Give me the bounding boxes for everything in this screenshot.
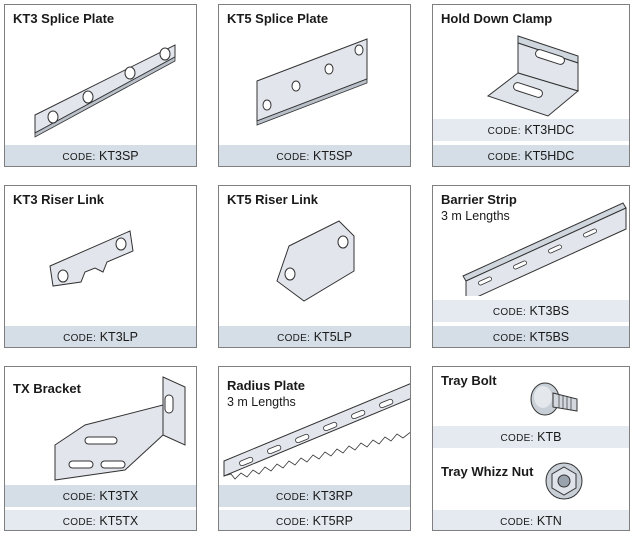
product-code-row: CODE: KT3BS — [433, 300, 629, 322]
code-prefix: CODE: — [276, 517, 310, 528]
card-tx-bracket: TX Bracket CODE: KT3TX CODE: KT5TX — [4, 366, 197, 531]
product-title: KT3 Splice Plate — [13, 11, 115, 26]
product-title: Tray Bolt — [441, 373, 497, 388]
card-hold-down-clamp: Hold Down Clamp CODE: KT3HDC CODE: KT5HD… — [432, 4, 630, 167]
card-kt3-splice-plate: KT3 Splice Plate CODE: KT3SP — [4, 4, 197, 167]
splice-plate-image — [34, 44, 176, 138]
product-title: Tray Whizz Nut — [441, 464, 534, 479]
product-code-row: CODE: KT5HDC — [433, 145, 629, 166]
riser-link-image — [276, 220, 355, 302]
product-code-row: CODE: KT5TX — [5, 510, 196, 530]
barrier-strip-image — [462, 202, 627, 296]
code-prefix: CODE: — [492, 307, 527, 318]
product-code-row: CODE: KT5BS — [433, 326, 629, 347]
tray-bolt-image — [530, 382, 578, 416]
product-code-row: CODE: KT5LP — [219, 326, 410, 347]
card-barrier-strip: Barrier Strip 3 m Lengths CODE: KT3BS CO… — [432, 185, 630, 348]
product-title: KT5 Splice Plate — [227, 11, 329, 26]
product-code-row: CODE: KT5SP — [219, 145, 410, 166]
card-kt5-splice-plate: KT5 Splice Plate CODE: KT5SP — [218, 4, 411, 167]
product-code: KT5SP — [313, 149, 353, 163]
card-kt3-riser-link: KT3 Riser Link CODE: KT3LP — [4, 185, 197, 348]
code-prefix: CODE: — [500, 517, 534, 528]
product-code: KT5BS — [529, 330, 570, 344]
product-code: KT5HDC — [524, 149, 575, 163]
product-code-row: CODE: KT5RP — [219, 510, 410, 530]
code-prefix: CODE: — [62, 492, 96, 503]
code-prefix: CODE: — [492, 333, 527, 344]
product-subtitle: 3 m Lengths — [227, 395, 296, 409]
code-prefix: CODE: — [487, 126, 521, 137]
code-prefix: CODE: — [277, 333, 311, 344]
product-title: TX Bracket — [13, 381, 81, 396]
riser-link-image — [49, 230, 134, 287]
splice-plate-image — [256, 38, 368, 126]
product-code: KTN — [536, 514, 562, 528]
product-code-row: CODE: KT3TX — [5, 485, 196, 507]
product-code-row: CODE: KT3HDC — [433, 119, 629, 141]
product-code-row: CODE: KTB — [433, 426, 629, 448]
product-title: KT5 Riser Link — [227, 192, 319, 207]
product-code-row: CODE: KTN — [433, 510, 629, 530]
product-title: Radius Plate — [227, 378, 306, 393]
product-code: KT3HDC — [524, 123, 575, 137]
product-code-row: CODE: KT3LP — [5, 326, 196, 347]
card-kt5-riser-link: KT5 Riser Link CODE: KT5LP — [218, 185, 411, 348]
product-code: KT5LP — [313, 330, 352, 344]
code-prefix: CODE: — [62, 152, 96, 163]
radius-plate-image — [223, 383, 410, 480]
code-prefix: CODE: — [276, 152, 310, 163]
code-prefix: CODE: — [276, 492, 310, 503]
product-code: KTB — [537, 430, 562, 444]
clamp-image — [486, 35, 580, 117]
product-code: KT3SP — [99, 149, 139, 163]
product-code: KT3RP — [312, 489, 353, 503]
product-code-row: CODE: KT3SP — [5, 145, 196, 166]
product-code: KT3BS — [529, 304, 570, 318]
code-prefix: CODE: — [487, 152, 521, 163]
product-code: KT3TX — [99, 489, 139, 503]
product-code: KT5TX — [99, 514, 139, 528]
code-prefix: CODE: — [500, 433, 534, 444]
tx-bracket-image — [54, 376, 186, 481]
product-code: KT5RP — [312, 514, 353, 528]
code-prefix: CODE: — [63, 333, 97, 344]
product-code: KT3LP — [99, 330, 138, 344]
product-title: KT3 Riser Link — [13, 192, 105, 207]
product-code-row: CODE: KT3RP — [219, 485, 410, 507]
product-title: Hold Down Clamp — [441, 11, 553, 26]
product-title: Barrier Strip — [441, 192, 517, 207]
card-radius-plate: Radius Plate 3 m Lengths CODE: KT3RP COD… — [218, 366, 411, 531]
product-subtitle: 3 m Lengths — [441, 209, 510, 223]
code-prefix: CODE: — [62, 517, 96, 528]
whizz-nut-image — [545, 462, 583, 500]
card-tray-bolt-and-nut: Tray Bolt CODE: KTB Tray Whizz Nut CODE:… — [432, 366, 630, 531]
